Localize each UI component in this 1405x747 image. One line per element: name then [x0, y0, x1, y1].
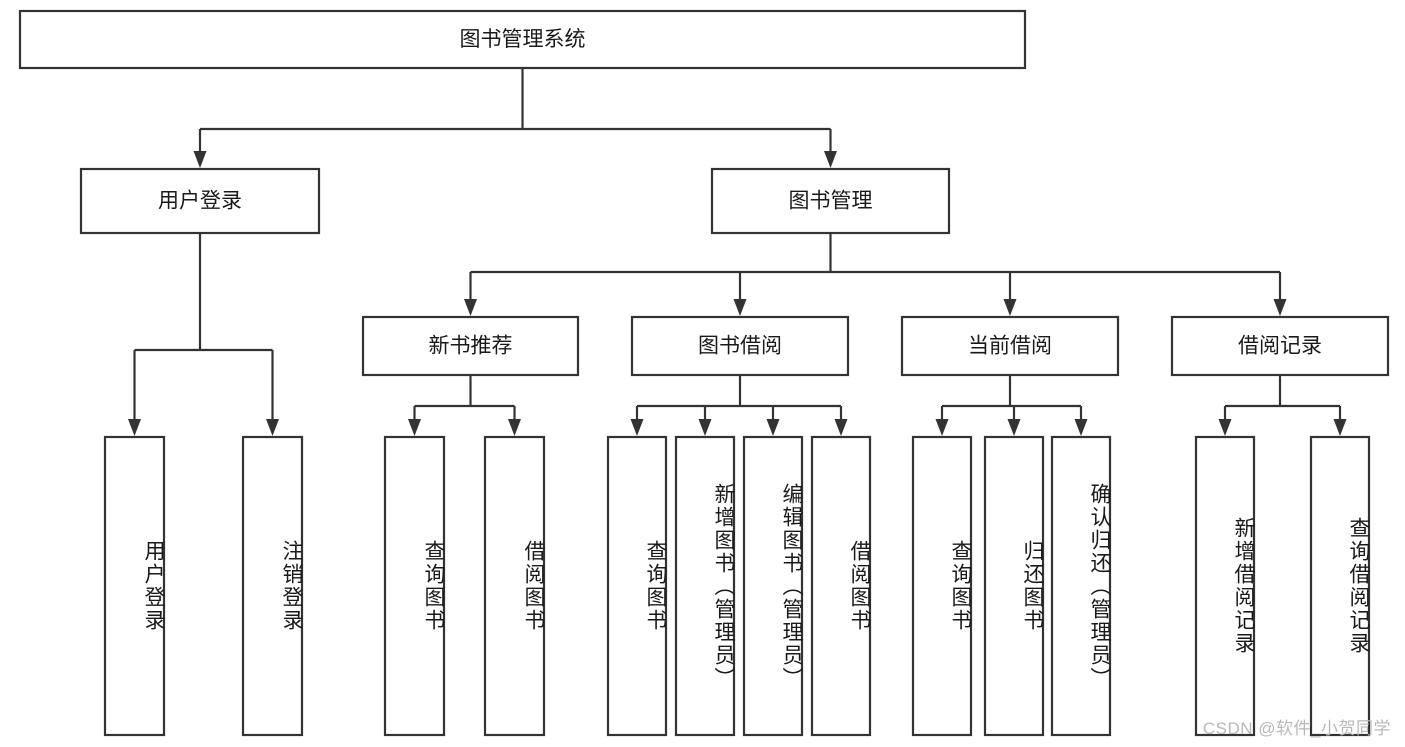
node-box-leaf-query-record[interactable]: [1309, 435, 1371, 737]
arrow-head-icon: [508, 419, 521, 436]
arrow-head-icon: [630, 419, 644, 436]
node-box-leaf-user-login[interactable]: [103, 435, 166, 737]
arrow-head-icon: [1074, 419, 1088, 436]
node-box-root[interactable]: [18, 9, 1027, 70]
arrow-head-icon: [193, 151, 207, 168]
node-box-leaf-edit-book[interactable]: [742, 435, 804, 737]
arrow-head-icon: [935, 419, 949, 436]
arrow-head-icon: [408, 419, 421, 436]
arrow-head-icon: [1333, 419, 1347, 436]
node-box-leaf-query-book-borrow[interactable]: [606, 435, 668, 737]
node-box-layer: [18, 9, 1390, 737]
arrow-head-icon: [1218, 419, 1232, 436]
node-label-borrow-record: 借阅记录: [1238, 335, 1322, 358]
node-box-user-login[interactable]: [79, 167, 321, 235]
node-box-leaf-add-record[interactable]: [1194, 435, 1256, 737]
node-box-leaf-borrow-book-rec[interactable]: [483, 435, 546, 737]
arrow-head-icon: [128, 419, 141, 436]
node-box-leaf-confirm-return[interactable]: [1050, 435, 1112, 737]
node-box-borrow-record[interactable]: [1170, 315, 1390, 377]
node-box-leaf-return-book[interactable]: [983, 435, 1045, 737]
node-box-leaf-logout[interactable]: [241, 435, 304, 737]
arrow-head-icon: [824, 151, 837, 168]
node-box-leaf-query-book-rec[interactable]: [383, 435, 446, 737]
node-box-book-borrow[interactable]: [630, 315, 850, 377]
arrow-head-icon: [464, 299, 477, 316]
connector-layer: [128, 68, 1347, 436]
arrow-head-icon: [1007, 419, 1021, 436]
node-box-leaf-borrow-book[interactable]: [810, 435, 872, 737]
node-label-root: 图书管理系统: [460, 28, 586, 51]
node-label-book-manage: 图书管理: [789, 190, 873, 213]
arrow-head-icon: [266, 419, 279, 436]
arrow-head-icon: [698, 419, 712, 436]
node-label-user-login: 用户登录: [158, 190, 242, 213]
arrow-head-icon: [834, 419, 848, 436]
node-box-book-manage[interactable]: [710, 167, 951, 235]
arrow-head-icon: [733, 299, 747, 316]
node-box-leaf-add-book[interactable]: [674, 435, 736, 737]
node-box-new-book-rec[interactable]: [361, 315, 580, 377]
node-box-current-borrow[interactable]: [900, 315, 1120, 377]
arrow-head-icon: [1273, 299, 1287, 316]
arrow-head-icon: [1003, 299, 1017, 316]
node-label-book-borrow: 图书借阅: [698, 335, 782, 358]
arrow-head-icon: [766, 419, 780, 436]
node-box-leaf-query-book-cur[interactable]: [911, 435, 973, 737]
node-label-current-borrow: 当前借阅: [968, 335, 1052, 358]
watermark-text: CSDN @软件_小贺同学: [1202, 719, 1391, 738]
node-label-new-book-rec: 新书推荐: [429, 335, 513, 358]
